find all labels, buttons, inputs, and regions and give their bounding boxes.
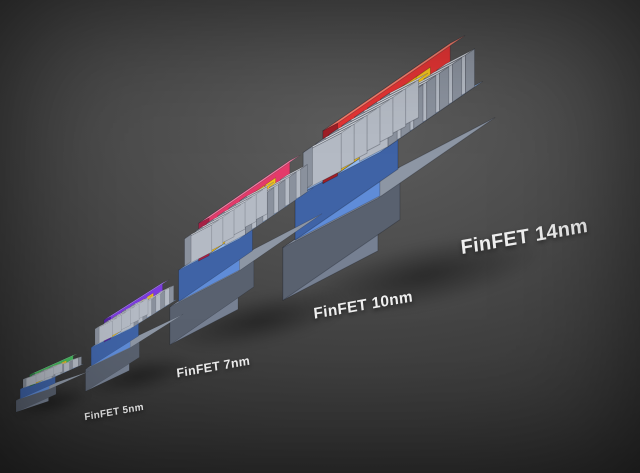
finfet-7nm-graphic [85,279,184,392]
finfet-5nm-graphic [15,353,89,413]
finfet-10nm-model [155,108,342,351]
finfet-5nm-model [9,339,98,414]
finfet-10nm-graphic [169,154,323,346]
finfet-7nm-model [76,252,196,395]
finfet-14nm-graphic [282,35,496,301]
finfet-14nm-model [262,0,523,309]
